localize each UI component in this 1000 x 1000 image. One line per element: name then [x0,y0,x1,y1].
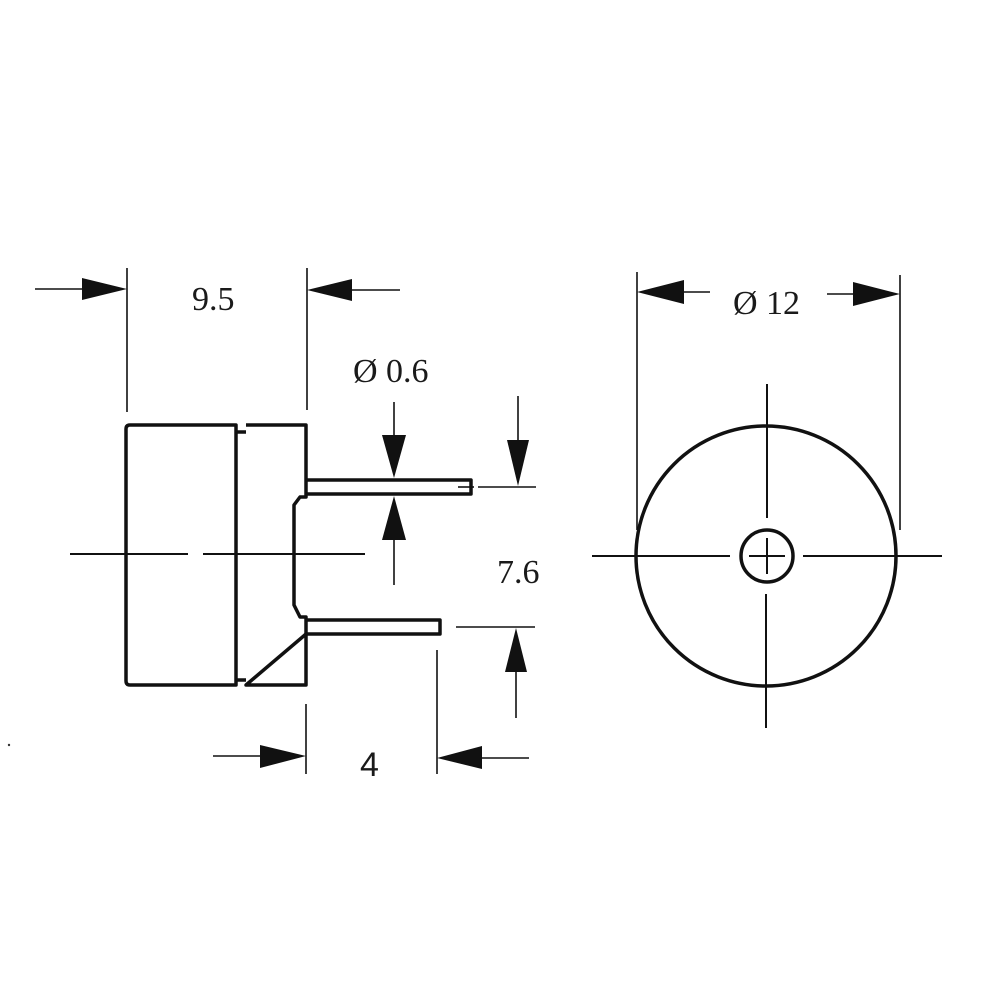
body-groove [236,430,246,682]
dimension-pin-diameter [382,402,406,585]
sound-hole [739,528,795,584]
side-view [35,268,536,774]
lower-pin [306,618,442,636]
body-front-section [244,423,308,687]
label-body-diameter: Ø 12 [733,285,801,322]
dimension-body-length [35,268,400,412]
label-pin-diameter: Ø 0.6 [353,353,429,390]
upper-pin [306,478,473,496]
front-center-lines [592,384,942,728]
pin-base [292,487,308,634]
front-view [592,272,942,728]
dimension-body-diameter [636,272,901,530]
body-rear-section [124,423,238,687]
dimension-pin-spacing [456,396,536,718]
scan-speck [7,743,11,747]
label-pin-spacing: 7.6 [497,554,540,591]
dimension-pin-length [213,650,529,774]
label-body-length: 9.5 [192,281,235,318]
label-pin-length: 4 [360,746,379,784]
